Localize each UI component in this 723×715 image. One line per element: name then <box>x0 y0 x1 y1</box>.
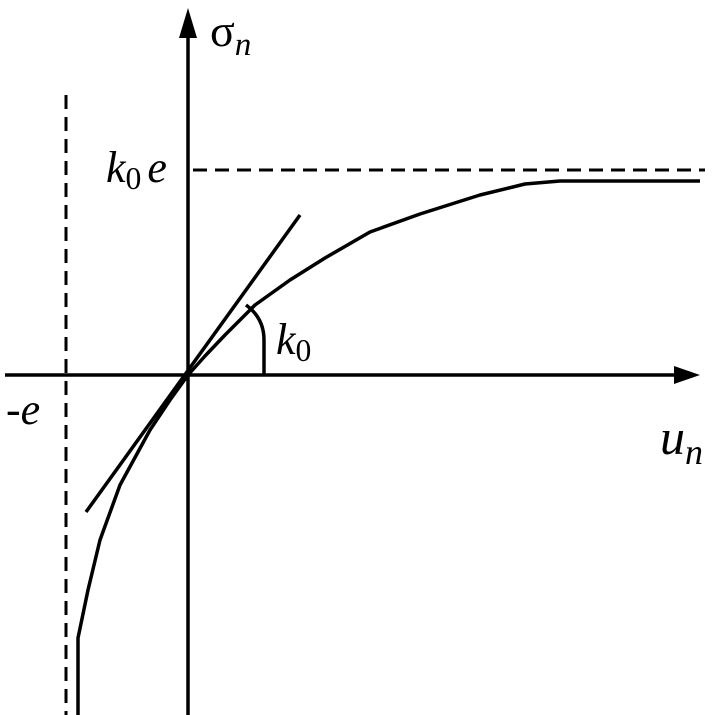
sigma-symbol: σ <box>210 5 235 56</box>
x-label-subscript: n <box>685 432 703 473</box>
slope-angle-arc <box>244 303 266 375</box>
slope-k-symbol: k <box>276 315 296 364</box>
stress-curve <box>76 179 700 715</box>
k-symbol: k <box>106 143 126 192</box>
u-symbol: u <box>660 409 685 465</box>
tangent-line <box>84 213 302 514</box>
e-symbol: e <box>147 143 167 192</box>
slope-k-subscript: 0 <box>295 332 312 368</box>
left-asymptote-label: -e <box>6 385 41 434</box>
x-axis-label: un <box>660 409 703 470</box>
y-axis-arrow-icon <box>179 8 197 38</box>
x-axis-arrow-icon <box>674 366 700 384</box>
y-label-subscript: n <box>234 26 252 64</box>
k-subscript: 0 <box>125 160 142 196</box>
y-axis-label: σn <box>210 5 251 62</box>
slope-label: k0 <box>276 315 311 367</box>
